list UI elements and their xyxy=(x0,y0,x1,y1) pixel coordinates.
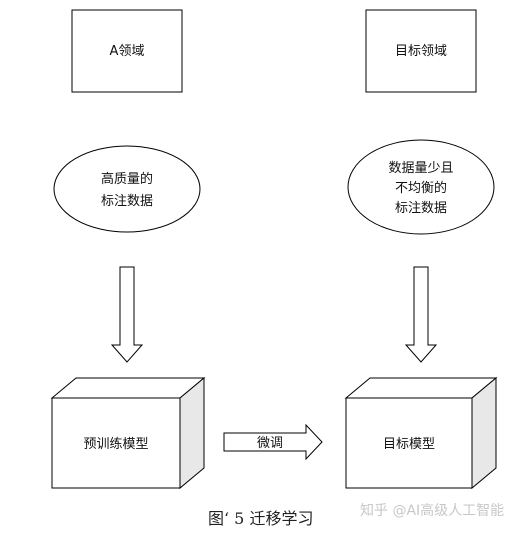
figure-caption: 图‘ 5 迁移学习 xyxy=(208,509,313,528)
target-cube-front xyxy=(345,397,473,489)
target-cube-top xyxy=(344,377,498,399)
target-domain-label: 目标领域 xyxy=(395,44,447,59)
source-domain-label: A领域 xyxy=(110,44,145,59)
source-domain-box xyxy=(71,9,183,93)
source-data-ellipse xyxy=(53,145,201,233)
target-model-label: 目标模型 xyxy=(383,437,435,452)
finetune-arrow xyxy=(223,423,323,461)
target-domain-box xyxy=(365,9,477,93)
pretrained-model-cube xyxy=(50,376,206,490)
target-data-line-1: 数据量少且 xyxy=(388,161,453,176)
watermark-text: 知乎 @AI高级人工智能 xyxy=(360,502,504,519)
pretrained-cube-front xyxy=(51,397,181,489)
target-data-line-3: 标注数据 xyxy=(395,201,447,216)
source-data-line-2: 标注数据 xyxy=(101,194,153,209)
target-cube-side xyxy=(471,376,497,490)
pretrained-cube-side xyxy=(179,376,205,490)
source-data-line-1: 高质量的 xyxy=(101,171,153,187)
target-data-line-2: 不均衡的 xyxy=(395,180,447,196)
right-down-arrow xyxy=(404,266,438,363)
target-model-cube xyxy=(344,376,498,490)
left-down-arrow xyxy=(110,266,144,363)
pretrained-cube-top xyxy=(50,377,206,399)
finetune-label: 微调 xyxy=(257,436,283,451)
pretrained-model-label: 预训练模型 xyxy=(83,437,148,452)
target-data-ellipse xyxy=(347,139,495,235)
